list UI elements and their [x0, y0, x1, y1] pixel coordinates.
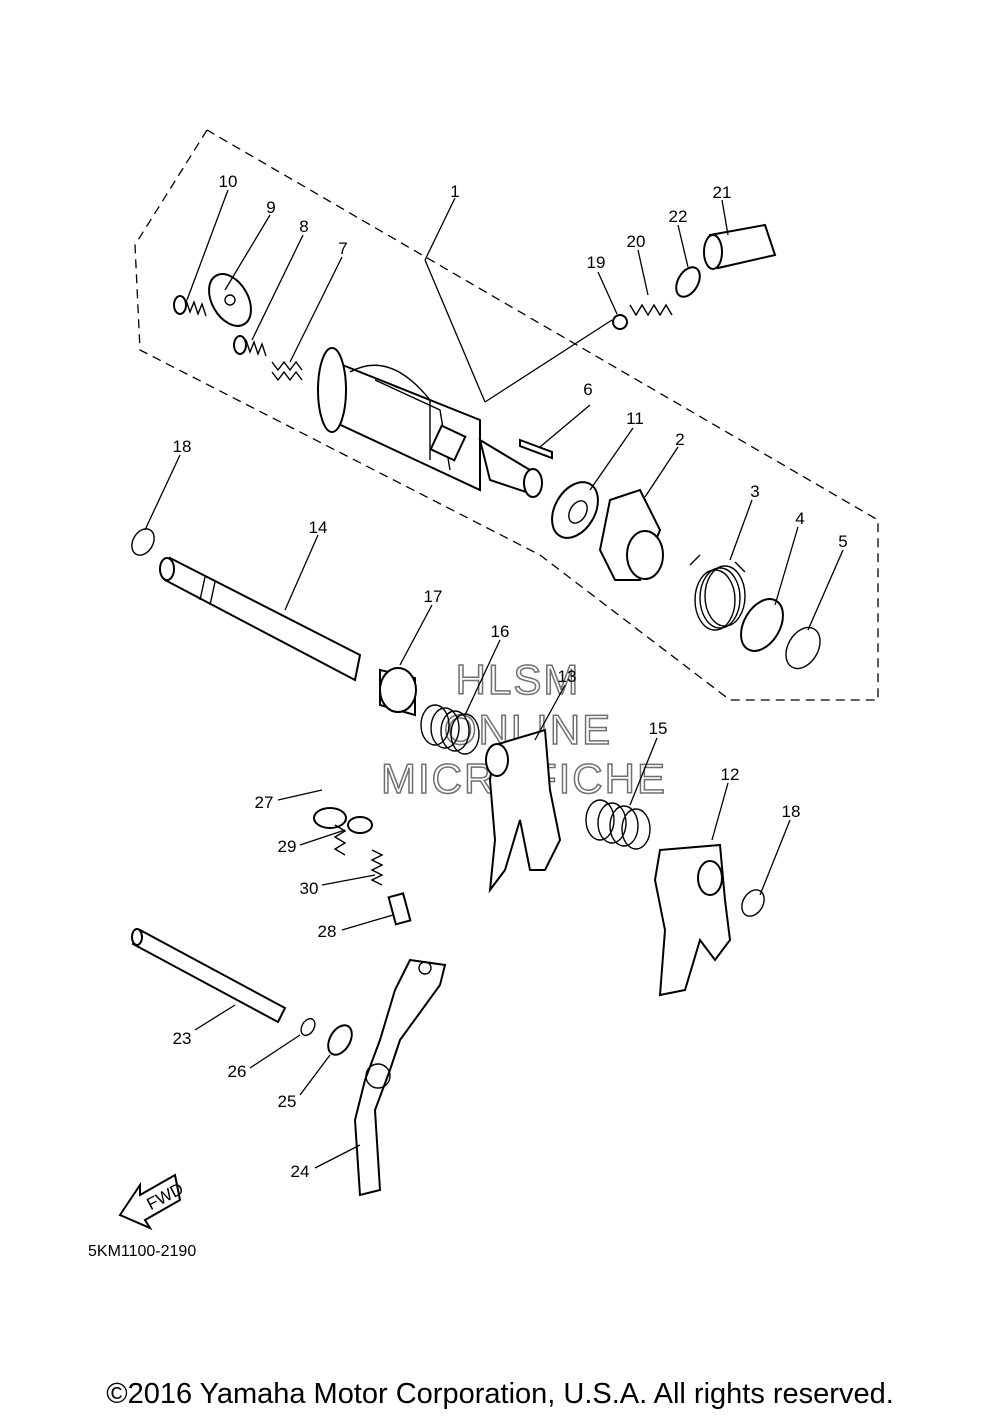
part-washer-25: [327, 1024, 353, 1056]
part-screw-10: [173, 295, 207, 317]
callout-23: 23: [173, 1029, 192, 1048]
callout-20: 20: [627, 232, 646, 251]
part-segment: [598, 488, 664, 581]
callout-6: 6: [583, 380, 592, 399]
copyright-notice: ©2016 Yamaha Motor Corporation, U.S.A. A…: [106, 1378, 894, 1410]
callout-26: 26: [228, 1062, 247, 1081]
part-torsion-spring: [689, 554, 746, 631]
callout-5: 5: [838, 532, 847, 551]
part-circlip-26: [300, 1017, 316, 1037]
part-plug-21: [703, 223, 777, 270]
fwd-arrow-icon: FWD: [118, 1173, 187, 1231]
callout-7: 7: [338, 239, 347, 258]
part-shift-fork-12: [653, 843, 732, 997]
part-shift-drum: [317, 347, 543, 498]
watermark-line-1: HLSM: [456, 656, 581, 703]
callout-18b: 18: [782, 802, 801, 821]
callout-labels: 1 2 3 4 5 6 7 8 9 10 11 12 13 14 15 16 1…: [173, 172, 848, 1181]
diagram-code: 5KM1100-2190: [88, 1243, 196, 1260]
part-plate: [208, 273, 252, 327]
part-pin-28: [387, 892, 412, 926]
part-washer-29: [347, 816, 373, 834]
callout-24: 24: [291, 1162, 310, 1181]
part-spring-15: [585, 799, 651, 850]
part-spring-30: [370, 849, 384, 886]
callout-10: 10: [219, 172, 238, 191]
callout-1: 1: [450, 182, 459, 201]
callout-21: 21: [713, 183, 732, 202]
callout-19: 19: [587, 253, 606, 272]
callout-14: 14: [309, 518, 328, 537]
callout-22: 22: [669, 207, 688, 226]
callout-30: 30: [300, 879, 319, 898]
part-shift-fork-shaft: [159, 556, 362, 682]
part-spring-16: [420, 704, 480, 755]
callout-25: 25: [278, 1092, 297, 1111]
callout-27: 27: [255, 793, 274, 812]
callout-18a: 18: [173, 437, 192, 456]
callout-11: 11: [626, 409, 644, 428]
callout-9: 9: [266, 198, 275, 217]
leader-lines: [144, 189, 844, 1169]
part-pin: [519, 438, 553, 460]
part-circlip-18b: [741, 889, 765, 917]
part-washer-22: [675, 266, 701, 298]
callout-17: 17: [424, 587, 443, 606]
callout-12: 12: [721, 765, 740, 784]
part-circlip-5: [785, 626, 821, 670]
part-circlip-18a: [131, 528, 155, 556]
callout-28: 28: [318, 922, 337, 941]
part-spring-7: [271, 360, 303, 382]
part-shift-fork-13: [485, 728, 562, 894]
part-ball: [612, 314, 628, 330]
callout-13: 13: [558, 667, 577, 686]
callout-4: 4: [795, 509, 804, 528]
callout-29: 29: [278, 837, 297, 856]
callout-15: 15: [649, 719, 668, 738]
part-washer-4: [740, 598, 784, 652]
callout-2: 2: [675, 430, 684, 449]
part-shift-arm: [353, 958, 447, 1197]
part-screw-8: [233, 335, 267, 357]
part-washer-11: [551, 481, 599, 539]
callout-3: 3: [750, 482, 759, 501]
part-collar: [379, 667, 417, 717]
part-shift-shaft: [131, 928, 287, 1024]
callout-8: 8: [299, 217, 308, 236]
callout-16: 16: [491, 622, 510, 641]
part-spring-20: [629, 303, 673, 317]
assembly-boundary: [134, 129, 879, 701]
